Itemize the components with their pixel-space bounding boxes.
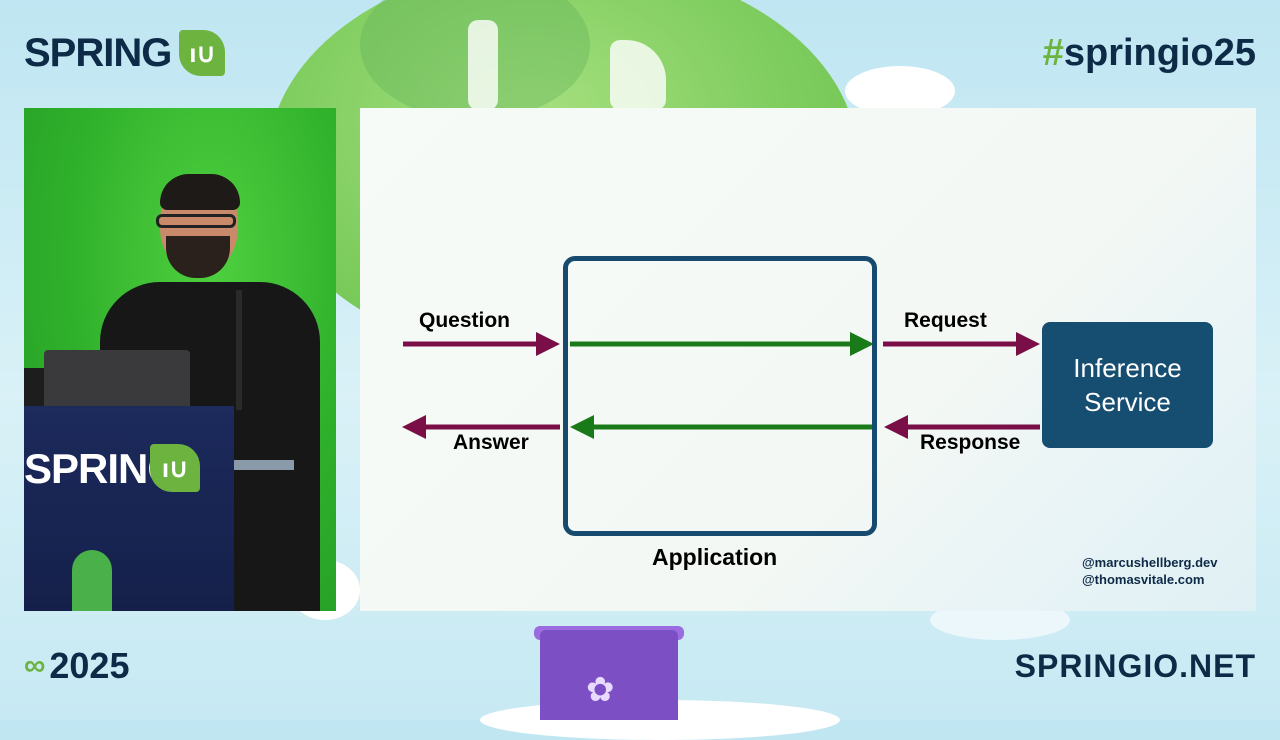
speaker-hair [160,174,240,210]
podium-shelf [234,460,294,470]
internal-backward-arrow [570,415,874,439]
brand-text: SPRING [24,30,172,75]
background-balloon-stripe [468,20,498,110]
internal-forward-arrow [570,332,874,356]
hashtag-text: springio25 [1063,32,1256,74]
event-hashtag: #springio25 [1043,32,1256,75]
podium [24,406,234,611]
application-box [563,256,877,536]
speaker-beard [166,236,230,278]
infinity-logo-icon: ∞ [24,649,46,682]
credit-handle: @marcushellberg.dev [1082,555,1218,570]
credit-handle: @thomasvitale.com [1082,572,1205,587]
rocket-icon [72,550,112,611]
answer-arrow [402,415,560,439]
response-label: Response [920,431,1021,454]
response-arrow [884,415,1040,439]
question-arrow [403,332,560,356]
glasses-icon [156,214,236,228]
podium-leaf-logo-icon: ı∪ [150,444,200,492]
flower-logo-icon: ✿ [586,671,615,709]
event-year: ∞ 2025 [24,645,129,687]
application-label: Application [652,544,778,570]
speaker-video: SPRING ı∪ [24,108,336,611]
inference-service-box: Inference Service [1042,322,1213,448]
microphone-stand [236,290,242,410]
presentation-slide: Question Answer Request Response Applica… [360,108,1256,611]
laptop [44,350,190,410]
flow-arrows [402,332,1040,439]
service-label-line1: Inference [1073,353,1182,383]
spring-io-logo: SPRING ı∪ [24,30,226,76]
answer-label: Answer [453,431,529,454]
request-arrow [883,332,1040,356]
speaker-credits: @marcushellberg.dev @thomasvitale.com [1082,554,1218,588]
leaf-logo-icon: ı∪ [179,30,226,76]
question-label: Question [419,309,511,332]
year-text: 2025 [49,645,130,686]
balloon-basket [540,630,678,720]
service-label-line2: Service [1084,387,1171,417]
event-website: SPRINGIO.NET [1014,648,1256,684]
request-label: Request [904,309,987,332]
hashtag-symbol: # [1042,32,1064,74]
background-cloud [845,66,955,116]
